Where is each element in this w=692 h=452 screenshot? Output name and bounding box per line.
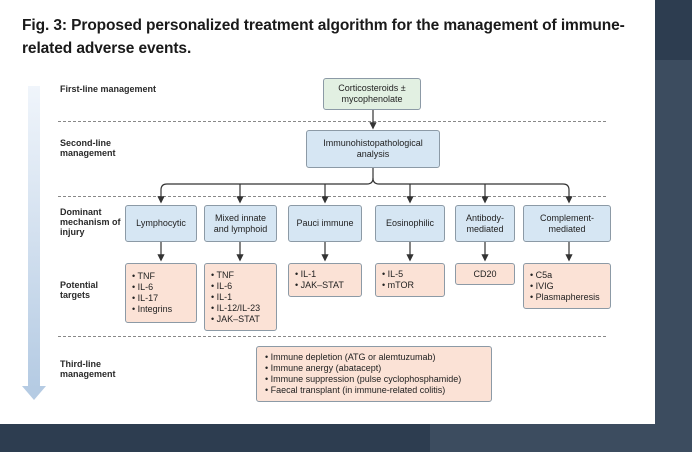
row-label-dominant-mechanism: Dominant mechanism of injury (60, 207, 121, 237)
target-item: • IL-1 (295, 269, 317, 279)
target-item: • C5a (530, 269, 553, 280)
target-item: • IL-1 (211, 291, 233, 302)
connector-lines (157, 110, 573, 262)
figure-title: Fig. 3: Proposed personalized treatment … (22, 17, 625, 57)
row-divider (58, 196, 606, 197)
target-item: • JAK–STAT (211, 313, 260, 324)
targets-mixed: • TNF • IL-6 • IL-1 • IL-12/IL-23 • JAK–… (204, 263, 277, 331)
first-line-node: Corticosteroids ± mycophenolate (323, 78, 421, 110)
connector-branch (372, 177, 573, 204)
target-item: • Integrins (132, 304, 173, 314)
mechanism-lymphocytic: Lymphocytic (125, 205, 197, 242)
targets-lymphocytic: • TNF • IL-6 • IL-17 • Integrins (125, 263, 197, 323)
targets-complement: • C5a • IVIG • Plasmapheresis (523, 263, 611, 309)
second-line-node: Immunohistopathological analysis (306, 130, 440, 168)
targets-pauci-immune: • IL-1 • JAK–STAT (288, 263, 362, 297)
target-item: • TNF (132, 271, 155, 281)
slide: Fig. 3: Proposed personalized treatment … (0, 0, 655, 424)
target-item: • IVIG (530, 280, 554, 291)
row-label-third-line: Third-line management (60, 359, 116, 379)
background-panel (430, 424, 692, 452)
target-item: • IL-5 (382, 269, 404, 279)
row-label-first-line: First-line management (60, 84, 157, 94)
mechanism-mixed-innate-lymphoid: Mixed innate and lymphoid (204, 205, 277, 242)
mechanism-antibody-mediated: Antibody-mediated (455, 205, 515, 242)
third-line-item: • Immune depletion (ATG or alemtuzumab) (265, 352, 436, 362)
third-line-item: • Immune anergy (abatacept) (265, 363, 382, 373)
targets-antibody: CD20 (455, 263, 515, 285)
target-item: • IL-6 (211, 280, 233, 291)
connector-branch (157, 168, 374, 204)
third-line-item: • Immune suppression (pulse cyclophospha… (265, 374, 462, 384)
target-item: • IL-17 (132, 293, 159, 303)
mechanism-eosinophilic: Eosinophilic (375, 205, 445, 242)
progression-arrow (28, 86, 40, 388)
target-item: • IL-6 (132, 282, 154, 292)
third-line-item: • Faecal transplant (in immune-related c… (265, 385, 446, 395)
row-divider (58, 121, 606, 122)
target-item: • JAK–STAT (295, 280, 344, 290)
target-item: • mTOR (382, 280, 414, 290)
target-item: • Plasmapheresis (530, 291, 600, 302)
progression-arrow-head (22, 386, 46, 400)
target-item: • TNF (211, 269, 234, 280)
target-item: • IL-12/IL-23 (211, 302, 261, 313)
background-panel (655, 60, 692, 452)
row-label-second-line: Second-line management (60, 138, 116, 158)
row-divider (58, 336, 606, 337)
row-label-potential-targets: Potential targets (60, 280, 99, 300)
third-line-node: • Immune depletion (ATG or alemtuzumab) … (256, 346, 492, 402)
targets-eosinophilic: • IL-5 • mTOR (375, 263, 445, 297)
mechanism-pauci-immune: Pauci immune (288, 205, 362, 242)
mechanism-complement-mediated: Complement-mediated (523, 205, 611, 242)
